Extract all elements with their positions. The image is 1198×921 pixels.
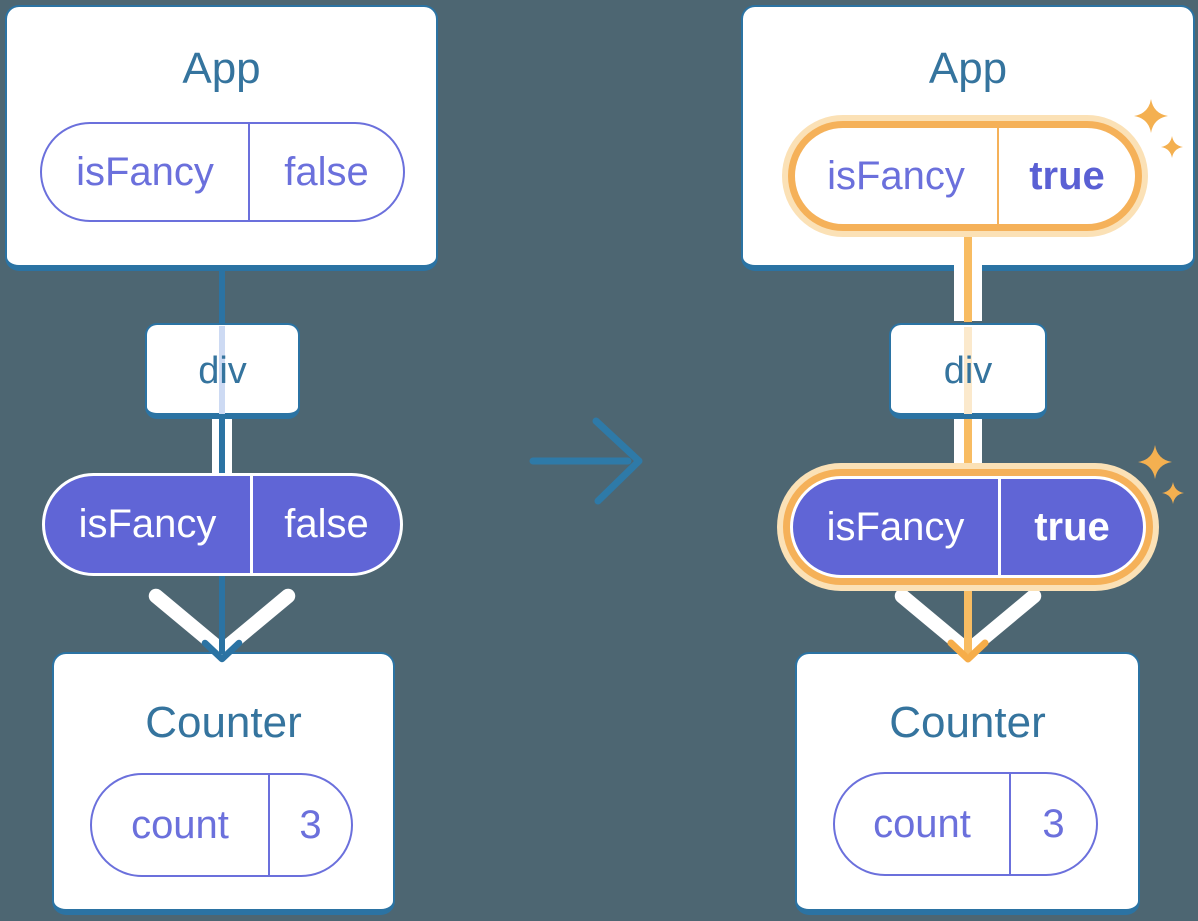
pill-key: isFancy [76, 149, 214, 194]
pill-value: true [997, 128, 1135, 224]
sparkle-icon [1138, 445, 1184, 504]
pill-key: isFancy [78, 502, 217, 546]
counter-state-pill-after: count 3 [833, 772, 1098, 876]
counter-state-pill-before: count 3 [90, 773, 353, 877]
pill-key: isFancy [826, 504, 965, 549]
prop-pill-before: isFancy false [42, 473, 403, 576]
counter-title-after: Counter [889, 698, 1046, 747]
app-state-pill-after: isFancy true [795, 128, 1135, 224]
pill-key: count [131, 802, 229, 847]
div-label-after: div [943, 349, 993, 392]
counter-title-before: Counter [145, 698, 302, 747]
app-state-pill-before: isFancy false [40, 122, 405, 222]
right-arrow-icon [529, 417, 643, 505]
pill-value: false [250, 476, 400, 573]
pill-key: isFancy [827, 153, 965, 198]
prop-pill-after: isFancy true [790, 476, 1146, 578]
pill-value: 3 [1009, 774, 1096, 874]
pill-key: count [873, 801, 971, 846]
arrowhead-icon [947, 639, 989, 663]
div-label-before: div [198, 349, 247, 392]
arrowhead-icon [201, 639, 243, 663]
pill-value: 3 [268, 775, 351, 875]
sparkle-icon [1134, 99, 1183, 158]
app-title-after: App [928, 44, 1008, 93]
pill-value: true [998, 479, 1143, 575]
app-title-before: App [182, 44, 261, 93]
pill-value: false [248, 124, 403, 220]
state-flow-after [894, 237, 1042, 663]
